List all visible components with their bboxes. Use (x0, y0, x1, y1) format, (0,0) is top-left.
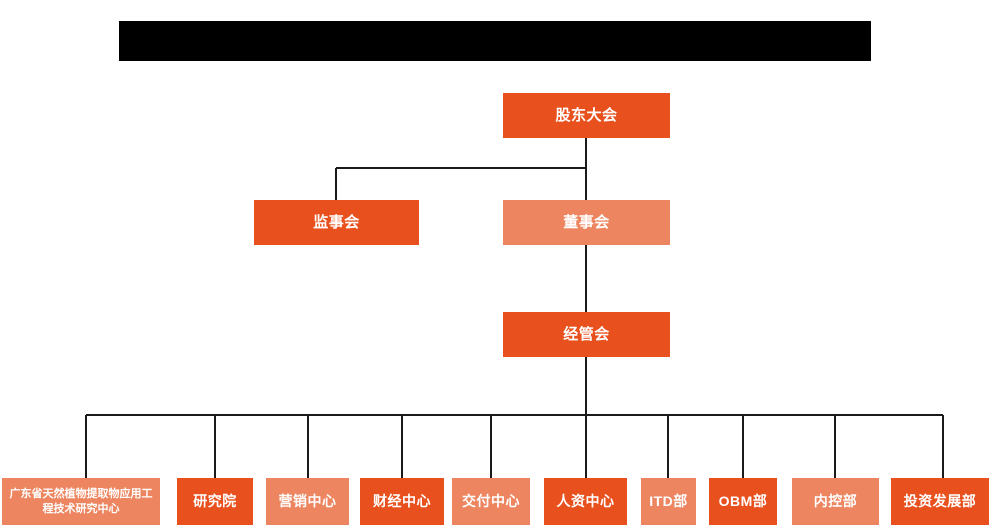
org-node-management-committee[interactable]: 经管会 (503, 312, 670, 357)
org-node-internal-control-department[interactable]: 内控部 (792, 478, 879, 525)
org-node-marketing-center[interactable]: 营销中心 (266, 478, 349, 525)
org-node-label: 股东大会 (555, 106, 618, 124)
org-node-board-of-directors[interactable]: 董事会 (503, 200, 670, 245)
org-node-label: ITD部 (649, 492, 688, 509)
org-node-obm-department[interactable]: OBM部 (709, 478, 777, 525)
org-node-research-institute[interactable]: 研究院 (177, 478, 253, 525)
org-node-finance-center[interactable]: 财经中心 (360, 478, 444, 525)
org-node-guangdong-research-center[interactable]: 广东省天然植物提取物应用工程技术研究中心 (2, 478, 160, 525)
org-node-shareholders-meeting[interactable]: 股东大会 (503, 93, 670, 138)
org-node-label: 交付中心 (462, 492, 520, 509)
org-node-label: OBM部 (718, 492, 768, 509)
org-node-label: 营销中心 (278, 492, 337, 509)
org-node-label: 经管会 (563, 325, 610, 343)
org-node-supervisory-board[interactable]: 监事会 (254, 200, 419, 245)
org-node-investment-development-department[interactable]: 投资发展部 (891, 478, 989, 525)
org-node-label: 广东省天然植物提取物应用工程技术研究中心 (9, 488, 153, 515)
org-node-hr-center[interactable]: 人资中心 (544, 478, 627, 525)
org-node-label: 内控部 (813, 492, 858, 509)
org-node-label: 监事会 (313, 213, 360, 231)
org-node-label: 研究院 (193, 492, 237, 509)
org-node-label: 人资中心 (556, 492, 615, 509)
org-node-label: 董事会 (563, 213, 610, 231)
org-node-label: 投资发展部 (903, 492, 977, 509)
org-node-itd-department[interactable]: ITD部 (641, 478, 696, 525)
redaction-bar (119, 21, 871, 61)
org-node-delivery-center[interactable]: 交付中心 (452, 478, 530, 525)
org-node-label: 财经中心 (373, 492, 431, 509)
